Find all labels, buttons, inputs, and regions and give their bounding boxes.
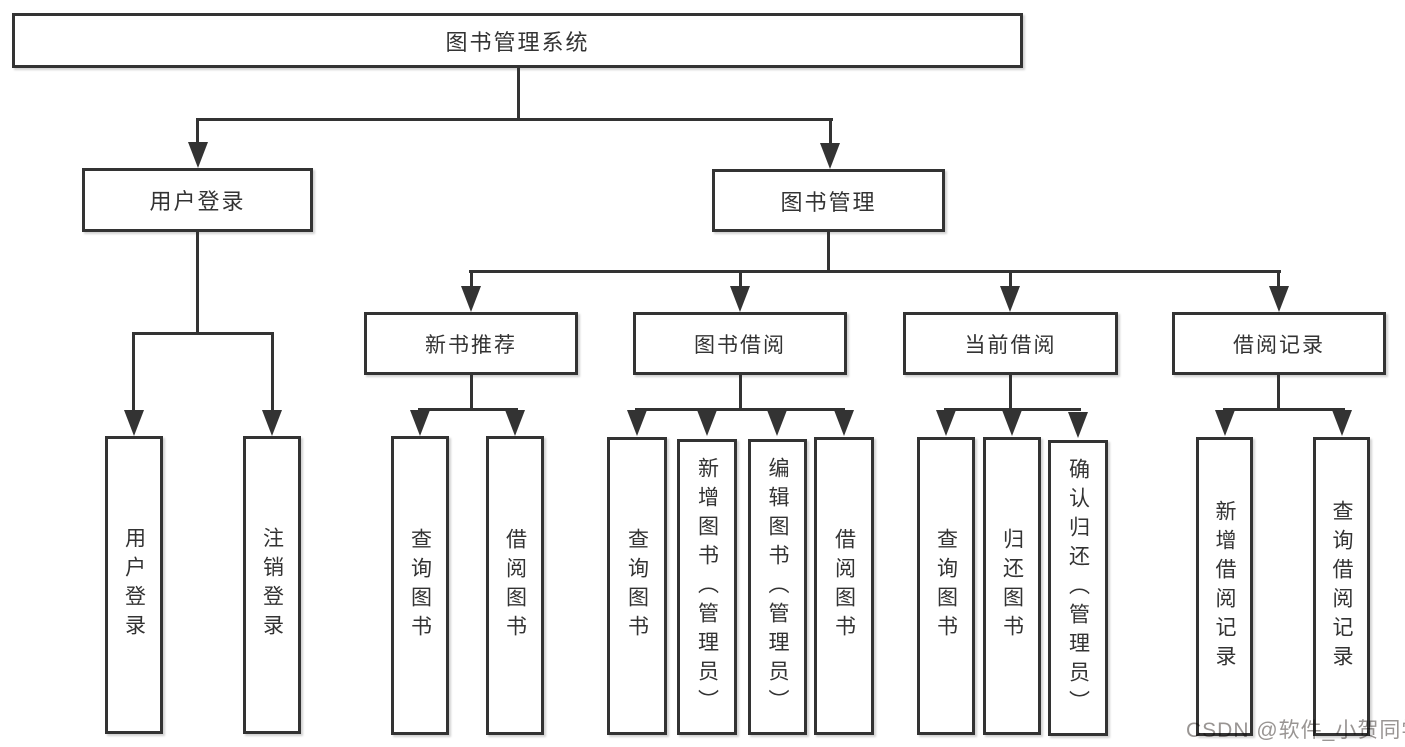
connector-vline (470, 270, 473, 290)
arrow-down-icon (627, 410, 647, 436)
leaf-borrowing-edit-books-admin-label: 编辑图书（管理员） (766, 456, 789, 718)
arrow-down-icon (1068, 412, 1088, 438)
node-current-borrowing: 当前借阅 (903, 312, 1118, 375)
connector-hline (469, 270, 1281, 273)
arrow-down-icon (1269, 286, 1289, 312)
leaf-recommend-borrow-books: 借阅图书 (486, 436, 544, 735)
arrow-down-icon (767, 410, 787, 436)
connector-vline (827, 231, 830, 273)
arrow-down-icon (820, 143, 840, 169)
node-book-management: 图书管理 (712, 169, 945, 232)
leaf-recommend-query-books-label: 查询图书 (408, 527, 432, 644)
leaf-current-query-books: 查询图书 (917, 437, 975, 735)
connector-vline (1277, 374, 1280, 411)
leaf-current-confirm-return-admin: 确认归还（管理员） (1048, 440, 1108, 736)
leaf-current-return-books: 归还图书 (983, 437, 1041, 735)
leaf-current-confirm-return-admin-label: 确认归还（管理员） (1066, 457, 1090, 719)
node-root: 图书管理系统 (12, 13, 1023, 68)
connector-hline (1223, 408, 1345, 411)
arrow-down-icon (1332, 410, 1352, 436)
leaf-logout: 注销登录 (243, 436, 301, 734)
node-book-borrowing: 图书借阅 (633, 312, 847, 375)
leaf-records-add-record: 新增借阅记录 (1196, 437, 1253, 736)
arrow-down-icon (410, 410, 430, 436)
leaf-logout-label: 注销登录 (260, 527, 284, 643)
arrow-down-icon (1000, 286, 1020, 312)
arrow-down-icon (1002, 410, 1022, 436)
leaf-borrowing-edit-books-admin: 编辑图书（管理员） (748, 439, 807, 735)
leaf-borrowing-query-books-label: 查询图书 (625, 528, 649, 644)
leaf-borrowing-add-books-admin: 新增图书（管理员） (677, 439, 737, 735)
connector-hline (418, 408, 518, 411)
leaf-borrowing-borrow-books: 借阅图书 (814, 437, 874, 735)
connector-vline (196, 231, 199, 335)
connector-vline (196, 118, 199, 146)
leaf-user-login: 用户登录 (105, 436, 163, 734)
connector-hline (944, 408, 1081, 411)
arrow-down-icon (1215, 410, 1235, 436)
connector-vline (132, 332, 135, 412)
arrow-down-icon (730, 286, 750, 312)
connector-hline (196, 118, 833, 121)
arrow-down-icon (124, 410, 144, 436)
leaf-borrowing-borrow-books-label: 借阅图书 (832, 528, 856, 644)
arrow-down-icon (936, 410, 956, 436)
node-current-borrowing-label: 当前借阅 (964, 333, 1057, 357)
node-new-book-recommend: 新书推荐 (364, 312, 578, 375)
leaf-borrowing-query-books: 查询图书 (607, 437, 667, 735)
leaf-recommend-query-books: 查询图书 (391, 436, 449, 735)
node-root-label: 图书管理系统 (445, 29, 590, 55)
arrow-down-icon (697, 410, 717, 436)
leaf-records-add-record-label: 新增借阅记录 (1213, 499, 1236, 674)
connector-vline (739, 374, 742, 411)
node-user-login: 用户登录 (82, 168, 313, 232)
node-book-management-label: 图书管理 (780, 189, 877, 215)
node-book-borrowing-label: 图书借阅 (694, 333, 786, 357)
connector-vline (739, 270, 742, 290)
connector-vline (1277, 270, 1280, 290)
watermark: CSDN @软件_小贺同学 (1186, 719, 1405, 742)
connector-vline (1009, 270, 1012, 290)
arrow-down-icon (262, 410, 282, 436)
connector-vline (271, 332, 274, 412)
arrow-down-icon (834, 410, 854, 436)
node-borrowing-records-label: 借阅记录 (1233, 333, 1325, 357)
connector-hline (132, 332, 274, 335)
leaf-records-query-record: 查询借阅记录 (1313, 437, 1370, 736)
node-user-login-label: 用户登录 (149, 189, 246, 214)
node-new-book-recommend-label: 新书推荐 (425, 333, 517, 357)
connector-vline (829, 118, 832, 146)
leaf-current-return-books-label: 归还图书 (1000, 528, 1024, 644)
arrow-down-icon (188, 142, 208, 168)
node-borrowing-records: 借阅记录 (1172, 312, 1386, 375)
connector-vline (1009, 374, 1012, 411)
arrow-down-icon (461, 286, 481, 312)
leaf-records-query-record-label: 查询借阅记录 (1330, 499, 1353, 674)
leaf-current-query-books-label: 查询图书 (934, 528, 958, 644)
connector-hline (635, 408, 845, 411)
leaf-borrowing-add-books-admin-label: 新增图书（管理员） (695, 456, 719, 718)
leaf-recommend-borrow-books-label: 借阅图书 (503, 527, 527, 644)
arrow-down-icon (505, 410, 525, 436)
leaf-user-login-label: 用户登录 (122, 527, 146, 643)
connector-vline (470, 374, 473, 411)
connector-vline (517, 66, 520, 121)
